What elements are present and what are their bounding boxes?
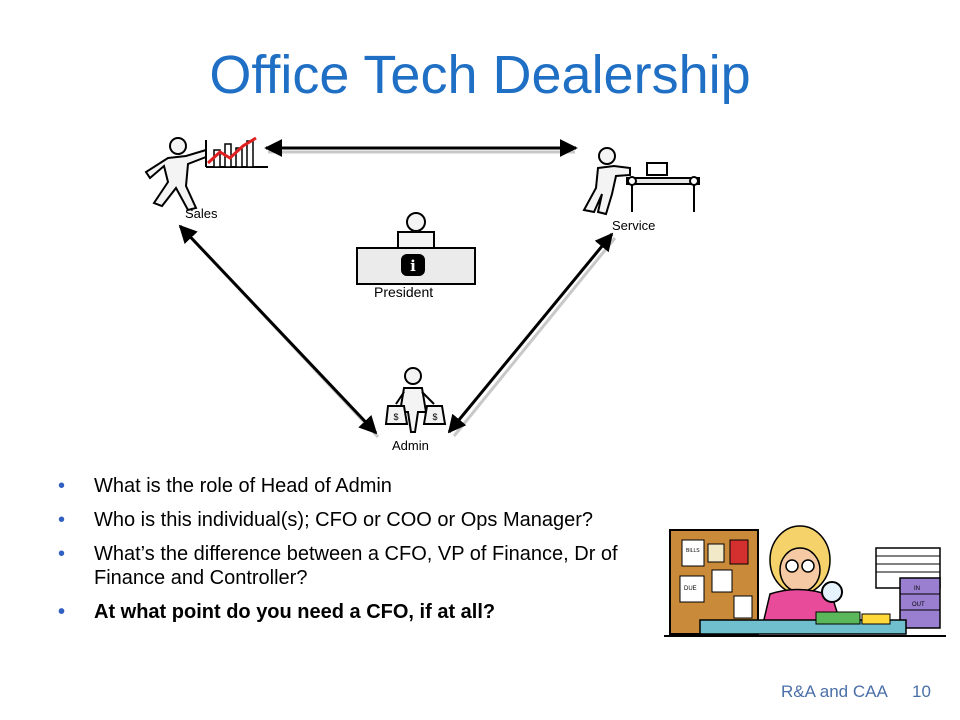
bullet-item: • Who is this individual(s); CFO or COO o… xyxy=(58,508,658,532)
bullet-item: • At what point do you need a CFO, if at … xyxy=(58,600,658,624)
tray-in: IN xyxy=(914,586,920,592)
sales-figure-icon xyxy=(144,137,207,212)
sales-chart-icon xyxy=(205,136,268,168)
bullet-dot-icon: • xyxy=(58,509,66,531)
sales-label: Sales xyxy=(185,206,218,221)
money-bag-left-icon: $ xyxy=(393,412,398,422)
admin-label: Admin xyxy=(392,438,429,453)
bullet-item: • What’s the difference between a CFO, VP… xyxy=(58,542,658,590)
arrow-sales-service xyxy=(264,139,578,157)
bullet-list: • What is the role of Head of Admin • Who … xyxy=(58,474,658,634)
page-number: 10 xyxy=(912,682,931,701)
bullet-dot-icon: • xyxy=(58,475,66,497)
bullet-text: What’s the difference between a CFO, VP … xyxy=(94,543,618,589)
admin-figure-icon xyxy=(384,367,447,433)
bullet-item: • What is the role of Head of Admin xyxy=(58,474,658,498)
arrow-sales-admin xyxy=(178,224,380,439)
bullet-text: Who is this individual(s); CFO or COO or… xyxy=(94,509,594,531)
tray-out: OUT xyxy=(912,602,925,608)
bullet-text: What is the role of Head of Admin xyxy=(94,475,392,497)
bullet-dot-icon: • xyxy=(58,601,66,623)
service-figure-icon xyxy=(582,147,631,216)
footer-credit: R&A and CAA xyxy=(781,682,888,701)
office-worker-clipart xyxy=(664,525,946,637)
president-figure-icon xyxy=(356,212,476,285)
service-label: Service xyxy=(612,218,655,233)
president-label: President xyxy=(374,284,433,300)
note-due: DUE xyxy=(684,586,697,592)
slide-title: Office Tech Dealership xyxy=(209,45,751,105)
bullet-dot-icon: • xyxy=(58,543,66,565)
bullet-text: At what point do you need a CFO, if at a… xyxy=(94,601,496,623)
arrow-service-admin xyxy=(447,232,617,437)
note-bills: BILLS xyxy=(686,548,700,554)
money-bag-right-icon: $ xyxy=(432,412,437,422)
service-machine-icon xyxy=(626,162,700,212)
info-icon: i xyxy=(410,257,416,275)
